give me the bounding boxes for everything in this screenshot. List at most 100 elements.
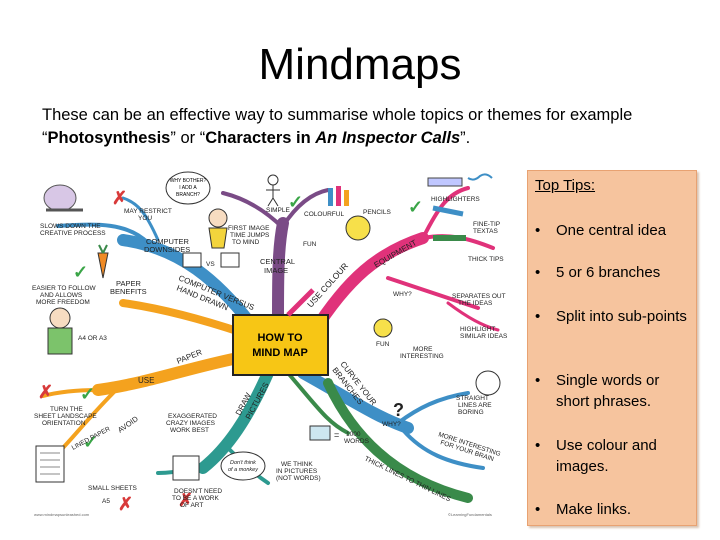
label-slows-2: CREATIVE PROCESS (40, 230, 106, 237)
bullet-icon: • (535, 501, 541, 518)
label-paper-benefits-1: PAPER (116, 279, 141, 288)
bullet-icon: • (535, 264, 541, 281)
footer-right: ©LearningFundamentals (448, 512, 492, 517)
branch-paper (92, 352, 244, 396)
label-thick-thin: THICK LINES TO THIN LINES (363, 456, 452, 504)
label-comp-downsides-1: COMPUTER (146, 237, 190, 246)
lined-paper-icon (35, 445, 65, 483)
label-why-bother-2: I ADD A (179, 185, 197, 191)
label-highlighters: HIGHLIGHTERS (431, 196, 480, 203)
tip-item: •Use colour and images. (535, 437, 657, 475)
tip-item: •Make links. (535, 501, 632, 518)
smiley-sun-icon (345, 215, 371, 241)
drawing-figure-icon (172, 455, 200, 481)
check-icon: ✓ (408, 197, 423, 217)
check-icon: ✓ (288, 192, 303, 212)
pencils-icon (328, 186, 349, 206)
center-box (232, 314, 329, 376)
bullet-icon: • (535, 308, 541, 325)
highlighter-icon (427, 173, 493, 187)
marker-icons (432, 205, 466, 241)
label-doesnt-need-1: DOESN'T NEED (174, 488, 222, 495)
label-use: USE (138, 376, 154, 385)
label-straight-3: BORING (458, 409, 484, 416)
label-doesnt-need-3: OF ART (180, 502, 203, 509)
monitor-icon (182, 252, 240, 268)
branch-thick-thin (323, 378, 473, 503)
label-thick-tips: THICK TIPS (468, 256, 504, 263)
cross-icon: ✗ (118, 494, 133, 514)
top-tips-box: Top Tips: •One central idea •5 or 6 bran… (527, 170, 697, 526)
label-exaggerated-1: EXAGGERATED (168, 413, 217, 420)
label-why-bother-3: BRANCH? (176, 192, 200, 198)
label-why-bother-1: WHY BOTHER? (170, 178, 207, 184)
label-comp-downsides-2: DOWNSIDES (144, 245, 190, 254)
bullet-icon: • (535, 372, 541, 389)
check-icon: ✓ (73, 262, 88, 282)
tip-item: •Split into sub-points (535, 308, 687, 325)
label-straight-2: LINES ARE (458, 402, 492, 409)
question-mark-icon: ? (393, 400, 404, 420)
label-why-q: WHY? (382, 421, 401, 428)
cross-icon: ✗ (112, 188, 127, 208)
center-title-line2: MIND MAP (252, 347, 308, 359)
label-more-interesting-1: MORE (413, 346, 433, 353)
label-fine-tip-1: FINE-TIP (473, 221, 500, 228)
label-first-image-1: FIRST IMAGE (228, 225, 270, 232)
label-easier-1: EASIER TO FOLLOW (32, 285, 97, 292)
bullet-icon: • (535, 222, 541, 239)
intro-text: These can be an effective way to summari… (42, 106, 633, 147)
label-separates-2: THE IDEAS (458, 300, 493, 307)
label-doesnt-need-2: TO BE A WORK (172, 495, 220, 502)
label-fun-small: FUN (303, 241, 317, 248)
cross-icon: ✗ (38, 382, 53, 402)
footer-left: www.mindmapsunleashed.com (34, 512, 90, 517)
label-slows-1: SLOWS DOWN THE (40, 223, 101, 230)
smiley-icon (373, 318, 393, 338)
label-central-image-1: CENTRAL (260, 257, 295, 266)
center-title-line1: HOW TO (257, 332, 302, 344)
person-sitting-icon (47, 307, 73, 355)
label-fine-tip-2: TEXTAS (473, 228, 498, 235)
branch-central-image (272, 217, 289, 324)
label-exaggerated-3: WORK BEST (170, 427, 209, 434)
label-colourful: COLOURFUL (304, 211, 344, 218)
top-tips-heading: Top Tips: (535, 177, 596, 194)
label-may-restrict-1: MAY RESTRICT (124, 208, 172, 215)
thought-bubble-icon (220, 451, 266, 481)
example-photosynthesis: Photosynthesis (47, 129, 171, 147)
label-exaggerated-2: CRAZY IMAGES (166, 420, 216, 427)
label-avoid: AVOID (116, 414, 140, 435)
label-highlight-2: SIMILAR IDEAS (460, 333, 508, 340)
label-first-image-2: TIME JUMPS (230, 232, 270, 239)
label-turn-3: ORIENTATION (42, 420, 86, 427)
tip-item: •Single words or short phrases. (535, 372, 660, 410)
label-dont-think-1: Don't think (230, 460, 256, 466)
label-simple: SIMPLE (266, 207, 291, 214)
label-words: WORDS (344, 438, 370, 445)
label-fun: FUN (376, 341, 390, 348)
cross-icon: ✗ (178, 490, 193, 510)
tip-item: •One central idea (535, 222, 667, 239)
label-may-restrict-2: YOU (138, 215, 152, 222)
label-think-pictures-3: (NOT WORDS) (276, 475, 321, 482)
label-why: WHY? (393, 291, 412, 298)
speech-bubble-icon (165, 171, 211, 205)
label-equals: = (334, 430, 339, 440)
picture-frame-icon (309, 425, 331, 441)
label-1000: 1000 (346, 431, 361, 438)
label-pencils: PENCILS (363, 209, 391, 216)
check-icon: ✓ (80, 384, 95, 404)
label-think-pictures-2: IN PICTURES (276, 468, 318, 475)
label-highlight-1: HIGHLIGHT (460, 326, 495, 333)
label-think-pictures-1: WE THINK (281, 461, 313, 468)
label-turn-1: TURN THE (50, 406, 83, 413)
check-icon: ✓ (83, 432, 98, 452)
snail-icon (43, 184, 83, 212)
label-easier-2: AND ALLOWS (40, 292, 83, 299)
stick-figure-icon (266, 174, 280, 207)
label-turn-2: SHEET LANDSCAPE (34, 413, 97, 420)
label-straight-1: STRAIGHT (456, 395, 489, 402)
label-easier-3: MORE FREEDOM (36, 299, 90, 306)
label-a4-a3: A4 OR A3 (78, 335, 107, 342)
